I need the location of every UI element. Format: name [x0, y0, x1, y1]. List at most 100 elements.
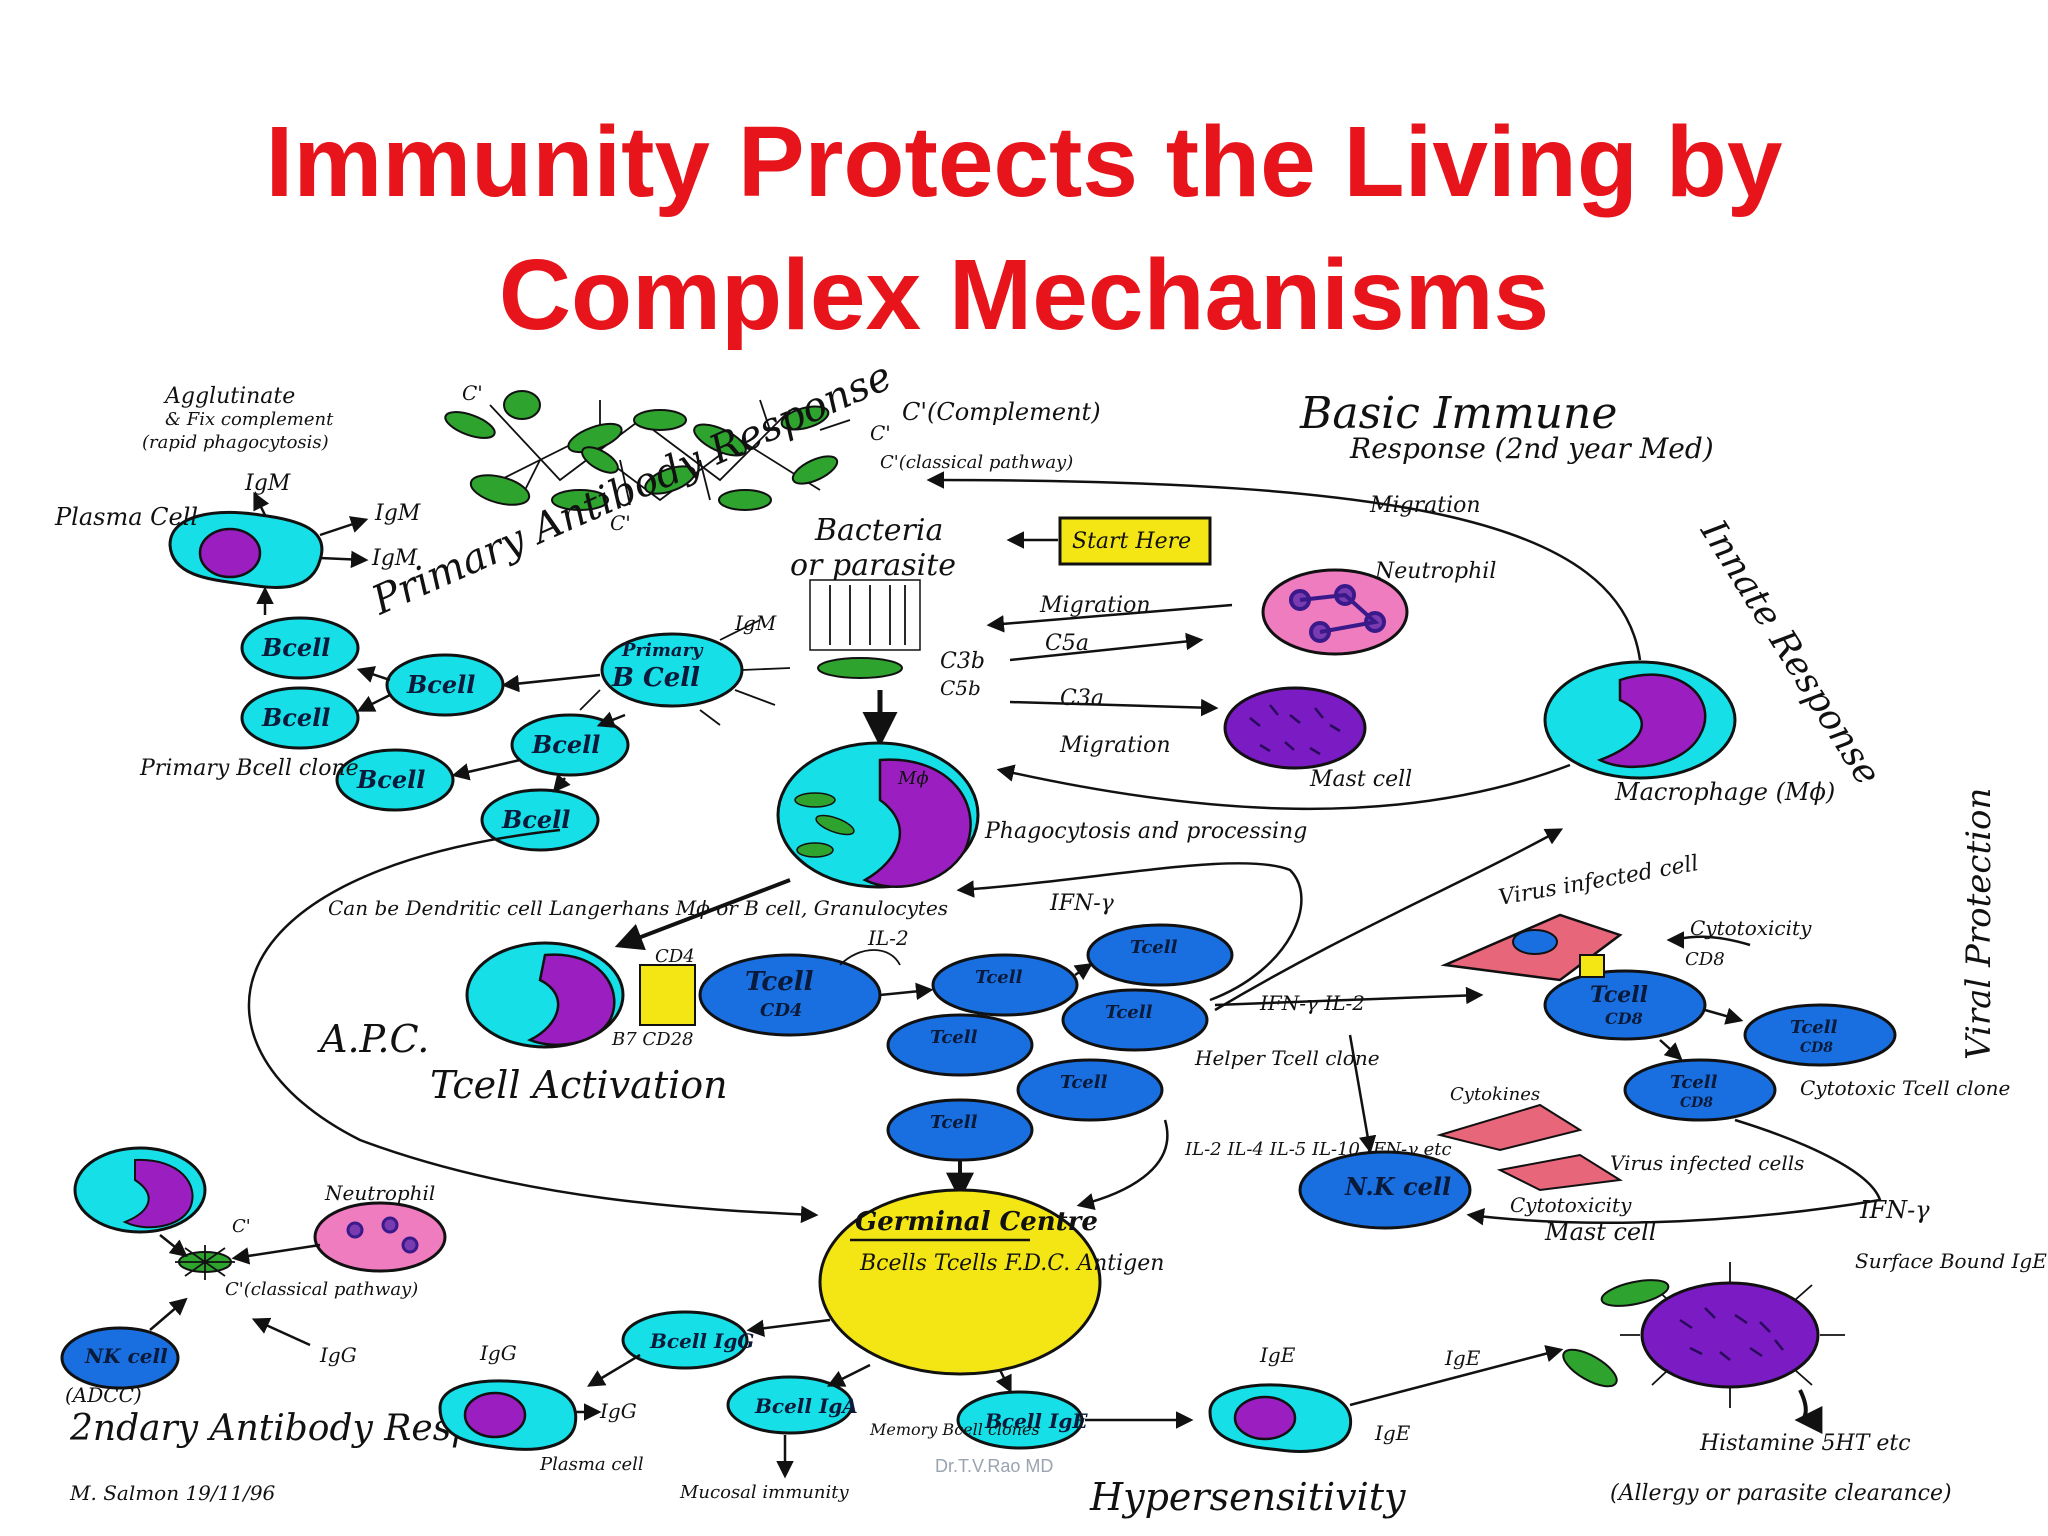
- nk-bottom-label: NK cell: [84, 1344, 168, 1368]
- bcell-clone-5: Bcell: [356, 765, 425, 794]
- cytotoxic-clone-label: Cytotoxic Tcell clone: [1800, 1076, 2010, 1100]
- phagocyte-group: Mϕ Phagocytosis and processing: [614, 741, 1307, 951]
- neutrophil-bottom: [313, 1201, 447, 1273]
- author-text: M. Salmon 19/11/96: [69, 1481, 276, 1505]
- helper-3-label: Tcell: [930, 1027, 978, 1048]
- mucosal-label: Mucosal immunity: [679, 1482, 849, 1503]
- c-classical-text: C'(classical pathway): [880, 452, 1073, 473]
- ige-label-3: IgE: [1444, 1346, 1481, 1370]
- germinal-centre-group: Germinal Centre Bcells Tcells F.D.C. Ant…: [247, 828, 1164, 1376]
- igg-label-3: IgG: [319, 1343, 357, 1367]
- ige-label-2: IgE: [1374, 1421, 1411, 1445]
- c3a-label: C3a: [1060, 686, 1104, 711]
- bcell-igg-label: Bcell IgG: [649, 1329, 754, 1353]
- cd4-mini: CD4: [655, 946, 695, 967]
- helper-1-label: Tcell: [975, 967, 1023, 988]
- helper-5-label: Tcell: [1060, 1072, 1108, 1093]
- neutrophil-bottom-label: Neutrophil: [324, 1181, 435, 1205]
- igm-label-2: IgM: [374, 501, 421, 526]
- plasma-bottom-label: Plasma cell: [539, 1454, 644, 1475]
- c-complement-text: C'(Complement): [902, 398, 1101, 426]
- response-text: Response (2nd year Med): [1349, 432, 1714, 465]
- hypersensitivity-text: Hypersensitivity: [1089, 1475, 1406, 1519]
- mast-cell-label: Mast cell: [1309, 767, 1412, 792]
- bcell-clone-3: Bcell: [261, 703, 330, 732]
- helper-2-label: Tcell: [1130, 937, 1178, 958]
- igg-label-1: IgG: [599, 1399, 637, 1423]
- secondary-group: Neutrophil C' C'(classical pathway) NK c…: [60, 1146, 2047, 1519]
- agglutinate-text: Agglutinate: [163, 384, 295, 409]
- memory-label: Memory Bcell clones: [869, 1420, 1040, 1439]
- antibody-complex: [175, 1245, 235, 1280]
- immune-response-diagram: Agglutinate & Fix complement (rapid phag…: [54, 360, 2047, 1519]
- il2-label: IL-2: [867, 926, 909, 950]
- apc-note: Can be Dendritic cell Langerhans Mϕ or B…: [328, 896, 948, 920]
- mast-cell-bottom-label: Mast cell: [1544, 1218, 1656, 1246]
- c-prime-label-1: C': [462, 381, 483, 405]
- watermark-text: Dr.T.V.Rao MD: [935, 1456, 1053, 1476]
- bcell-ige-label: Bcell IgE: [984, 1409, 1088, 1433]
- basic-immune-text: Basic Immune: [1299, 388, 1617, 439]
- mig-left-label: Migration: [1059, 733, 1171, 758]
- virus-infected-label: Virus infected cell: [1497, 851, 1701, 911]
- helper-4-label: Tcell: [1105, 1002, 1153, 1023]
- fix-complement-text: & Fix complement: [165, 409, 334, 430]
- adcc-label: (ADCC): [65, 1383, 142, 1407]
- parasite-text: or parasite: [790, 548, 956, 583]
- cyto-2-cd8: CD8: [1680, 1095, 1713, 1111]
- surface-ige-label: Surface Bound IgE: [1855, 1249, 2047, 1273]
- cyto-2-label: Tcell: [1670, 1072, 1718, 1093]
- mast-cell-bottom: [1640, 1281, 1820, 1389]
- rapid-phagocytosis-text: (rapid phagocytosis): [142, 432, 329, 453]
- viral-protection-text: Viral Protection: [1959, 788, 1999, 1060]
- bcell-iga: [726, 1375, 854, 1435]
- helper-clone-cells: Tcell Tcell Tcell Tcell Tcell Tcell: [886, 923, 1234, 1162]
- start-here-box: [1058, 516, 1212, 566]
- cytotoxicity-2-label: Cytotoxicity: [1510, 1193, 1632, 1217]
- macrophage-label: Macrophage (Mϕ): [1614, 778, 1835, 806]
- tcell-main-label: Tcell: [745, 967, 814, 997]
- c5b-label: C5b: [940, 676, 981, 700]
- phago-mf-label: Mϕ: [897, 768, 929, 789]
- cytokine-text: Cytokines: [1450, 1084, 1540, 1105]
- cd8-mini: CD8: [1685, 949, 1725, 970]
- bacteria-group: Bacteria or parasite Start Here C3b C5b: [790, 513, 1212, 747]
- germinal-centre: [818, 1188, 1102, 1376]
- cd8-tcell-cd8: CD8: [1605, 1009, 1643, 1028]
- c-prime-bottom: C': [232, 1216, 251, 1237]
- ifny-center: IFN-γ: [1049, 891, 1115, 916]
- tcell-main-cd4: CD4: [760, 1000, 802, 1021]
- apc-label: A.P.C.: [317, 1017, 429, 1061]
- c-prime-label-2: C': [610, 511, 631, 535]
- title-line-1: Immunity Protects the Living by: [265, 106, 1783, 218]
- bcell-clone-4: Bcell: [531, 730, 600, 759]
- primary-bcell-tag: Primary: [621, 640, 704, 661]
- c-classical-bottom: C'(classical pathway): [225, 1279, 418, 1300]
- cd8-tcell-label: Tcell: [1590, 982, 1648, 1008]
- bcell-igg: [621, 1310, 749, 1370]
- bcell-clone-1: Bcell: [261, 633, 330, 662]
- virus-infected-cells-label: Virus infected cells: [1610, 1151, 1804, 1175]
- tcell-activation-text: Tcell Activation: [430, 1063, 728, 1107]
- ifny-right-label: IFN-γ: [1859, 1196, 1930, 1224]
- cyto-1-label: Tcell: [1790, 1017, 1838, 1038]
- bcell-iga-label: Bcell IgA: [754, 1394, 858, 1418]
- complement-cluster: Agglutinate & Fix complement (rapid phag…: [142, 381, 1101, 535]
- nk-cell-bottom: [60, 1326, 180, 1390]
- ige-label-1: IgE: [1259, 1343, 1296, 1367]
- helper-6-label: Tcell: [930, 1112, 978, 1133]
- title-line-2: Complex Mechanisms: [498, 239, 1550, 351]
- nk-cell-right: [1298, 1150, 1472, 1230]
- tcell-activation-group: Can be Dendritic cell Langerhans Mϕ or B…: [317, 828, 1564, 1211]
- cd8-tcell: [1543, 969, 1707, 1041]
- primary-bcell-label: B Cell: [611, 663, 700, 693]
- allergy-label: (Allergy or parasite clearance): [1610, 1481, 1952, 1506]
- mast-cell-top: [1223, 686, 1367, 770]
- plasma-label: Plasma Cell: [54, 503, 198, 531]
- igm-label-1: IgM: [244, 471, 291, 496]
- helper-clone-label: Helper Tcell clone: [1194, 1046, 1380, 1070]
- cyto-1-cd8: CD8: [1800, 1040, 1833, 1056]
- start-here-text: Start Here: [1072, 529, 1191, 554]
- innate-group: Neutrophil Mast cell Macrophage (Mϕ) Mig…: [926, 471, 1835, 811]
